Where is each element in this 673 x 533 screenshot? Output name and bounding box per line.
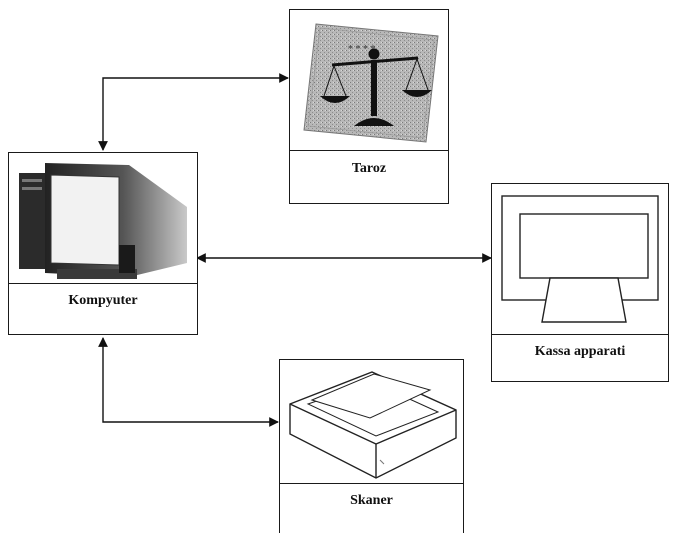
scale-icon: * * * * (290, 10, 448, 150)
connector-computer-scanner (103, 338, 278, 422)
computer-label: Kompyuter (9, 293, 197, 309)
connector-computer-scale (103, 78, 288, 150)
cash-register-label: Kassa apparati (492, 344, 668, 360)
scanner-label: Skaner (280, 493, 463, 509)
scale-divider (290, 150, 448, 151)
scanner-icon (280, 360, 463, 482)
cash-register-icon (492, 184, 668, 334)
scale-node: * * * * Taroz (289, 9, 449, 204)
scale-label: Taroz (290, 161, 448, 177)
computer-icon (9, 153, 197, 283)
cash-register-node: Kassa apparati (491, 183, 669, 382)
scanner-node: Skaner (279, 359, 464, 533)
cash-register-divider (492, 334, 668, 335)
computer-divider (9, 283, 197, 284)
scanner-divider (280, 483, 463, 484)
computer-node: Kompyuter (8, 152, 198, 335)
